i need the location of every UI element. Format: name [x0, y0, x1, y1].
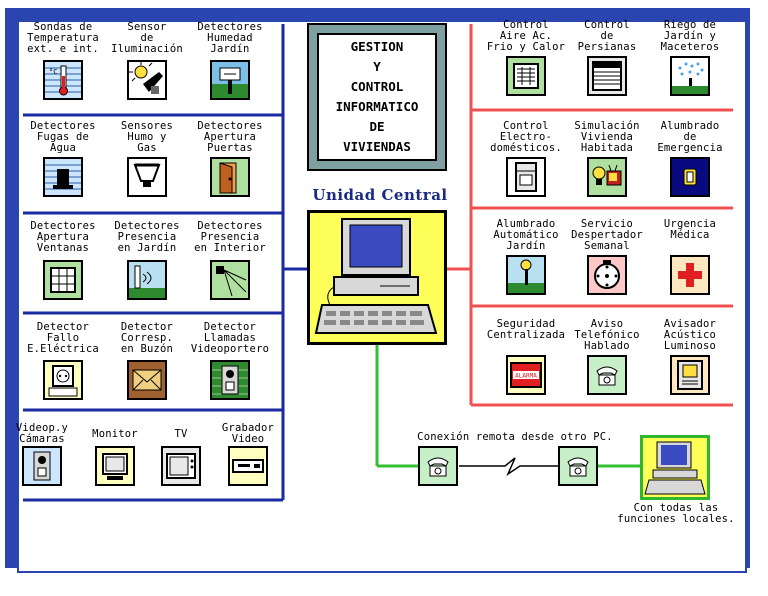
telephone-icon: [558, 446, 598, 486]
device-label: Riego de Jardín y Maceteros: [660, 19, 720, 53]
device-label: Simulación Vivienda Habitada: [574, 120, 640, 154]
door-icon: [210, 157, 250, 197]
smoke-sensor-icon: [127, 157, 167, 197]
vcr-icon: [228, 446, 268, 486]
garden-lamp-icon: [506, 255, 546, 295]
title-panel: GESTION Y CONTROL INFORMATICO DE VIVIEND…: [307, 23, 447, 171]
device-label: Sensores Humo y Gas: [120, 120, 174, 154]
blinds-icon: [587, 56, 627, 96]
device-label: Sensor de Iluminación: [111, 21, 183, 55]
remote-note: Con todas las funciones locales.: [617, 502, 735, 525]
power-outlet-icon: [43, 360, 83, 400]
tv-icon: [161, 446, 201, 486]
laptop-icon: [644, 441, 706, 495]
device-label: Detectores Presencia en Interior: [194, 220, 266, 254]
alarm-panel-icon: ALARMA: [506, 355, 546, 395]
device-label: Seguridad Centralizada: [486, 318, 566, 341]
device-label: Detector Llamadas Videoportero: [190, 321, 270, 355]
phone-line-zigzag: [459, 457, 558, 477]
window-icon: [43, 260, 83, 300]
monitor-icon: [95, 446, 135, 486]
device-label: Videop.y Cámaras: [15, 422, 69, 445]
sprinkler-icon: [670, 56, 710, 96]
central-unit-box: [307, 210, 447, 345]
device-label: Detectores Humedad Jardín: [197, 21, 263, 55]
device-label: Alumbrado Automático Jardín: [493, 218, 559, 252]
medical-cross-icon: [670, 255, 710, 295]
air-conditioner-icon: [506, 56, 546, 96]
telephone-icon: [587, 355, 627, 395]
device-label: Sondas de Temperatura ext. e int.: [27, 21, 99, 55]
telephone-icon: [418, 446, 458, 486]
occupancy-simulation-icon: [587, 157, 627, 197]
video-camera-icon: [22, 446, 62, 486]
device-label: Aviso Telefónico Hablado: [574, 318, 640, 352]
left-bus: [23, 24, 307, 502]
emergency-light-icon: [670, 157, 710, 197]
central-unit-label: Unidad Central: [312, 186, 448, 204]
device-label: TV: [174, 428, 188, 440]
remote-line: [375, 345, 640, 468]
alarm-clock-icon: [587, 255, 627, 295]
device-label: Detectores Apertura Puertas: [197, 120, 263, 154]
device-label: Control de Persianas: [577, 19, 637, 53]
humidity-sensor-icon: [210, 60, 250, 100]
mailbox-icon: [127, 360, 167, 400]
device-label: Control Electro- domésticos.: [490, 120, 562, 154]
device-label: Monitor: [92, 428, 138, 440]
computer-icon: [314, 218, 438, 334]
device-label: Detector Fallo E.Eléctrica: [27, 321, 99, 355]
videophone-icon: [210, 360, 250, 400]
device-label: Detector Corresp. en Buzón: [120, 321, 174, 355]
device-label: Avisador Acústico Luminoso: [663, 318, 717, 352]
garden-presence-icon: [127, 260, 167, 300]
svg-text:°C: °C: [49, 68, 57, 76]
light-sensor-icon: [127, 60, 167, 100]
device-label: Detectores Presencia en Jardín: [114, 220, 180, 254]
remote-computer: [640, 435, 710, 500]
device-label: Servicio Despertador Semanal: [571, 218, 643, 252]
siren-icon: [670, 355, 710, 395]
right-bus: [447, 24, 733, 407]
device-label: Urgencia Médica: [663, 218, 717, 241]
appliance-icon: [506, 157, 546, 197]
water-leak-icon: [43, 157, 83, 197]
device-label: Detectores Fugas de Agua: [30, 120, 96, 154]
device-label: Control Aire Ac. Frio y Calor: [486, 19, 566, 53]
svg-text:ALARMA: ALARMA: [515, 373, 537, 380]
thermometer-icon: °C: [43, 60, 83, 100]
device-label: Grabador Video: [221, 422, 275, 445]
device-label: Detectores Apertura Ventanas: [30, 220, 96, 254]
device-label: Alumbrado de Emergencia: [657, 120, 723, 154]
remote-connection-label: Conexión remota desde otro PC.: [417, 431, 613, 443]
diagram-title: GESTION Y CONTROL INFORMATICO DE VIVIEND…: [317, 33, 437, 161]
interior-presence-icon: [210, 260, 250, 300]
